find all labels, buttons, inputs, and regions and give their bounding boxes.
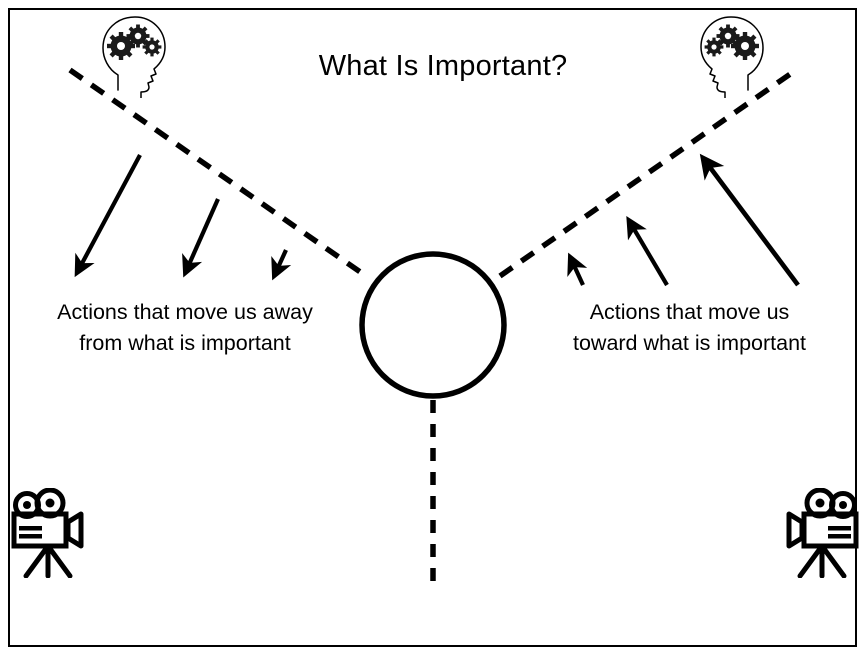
dashed-axis-group — [68, 67, 798, 584]
away-arrow-long — [74, 154, 142, 278]
movie-camera-icon-left — [8, 487, 88, 579]
head-with-gears-icon — [102, 16, 166, 99]
center-circle — [359, 251, 507, 399]
dashed-line-left — [68, 67, 368, 279]
toward-arrow-short — [567, 252, 588, 286]
toward-arrow-medium — [626, 216, 669, 287]
toward-label-line2: toward what is important — [572, 331, 806, 355]
away-label: Actions that move us away from what is i… — [20, 297, 350, 359]
toward-label: Actions that move us toward what is impo… — [527, 297, 852, 359]
movie-camera-icon-right — [782, 487, 862, 579]
movie-camera-icon — [786, 487, 859, 579]
away-arrow-short — [271, 249, 292, 281]
dashed-line-right — [498, 67, 798, 279]
away-arrows-group — [74, 154, 292, 281]
page-title: What Is Important? — [318, 50, 568, 82]
movie-camera-icon — [11, 487, 84, 579]
away-label-line1: Actions that move us away — [57, 300, 313, 324]
head-with-gears-icon-right — [694, 12, 770, 99]
diagram-border-frame — [8, 8, 857, 647]
toward-arrow-long — [699, 153, 800, 287]
head-with-gears-icon — [700, 16, 764, 99]
gears-group — [704, 24, 759, 60]
head-with-gears-icon-left — [96, 12, 172, 99]
away-arrow-medium — [182, 198, 220, 278]
gears-group — [107, 24, 162, 60]
away-label-line2: from what is important — [79, 331, 291, 355]
toward-label-line1: Actions that move us — [589, 300, 790, 324]
toward-arrows-group — [567, 153, 800, 287]
